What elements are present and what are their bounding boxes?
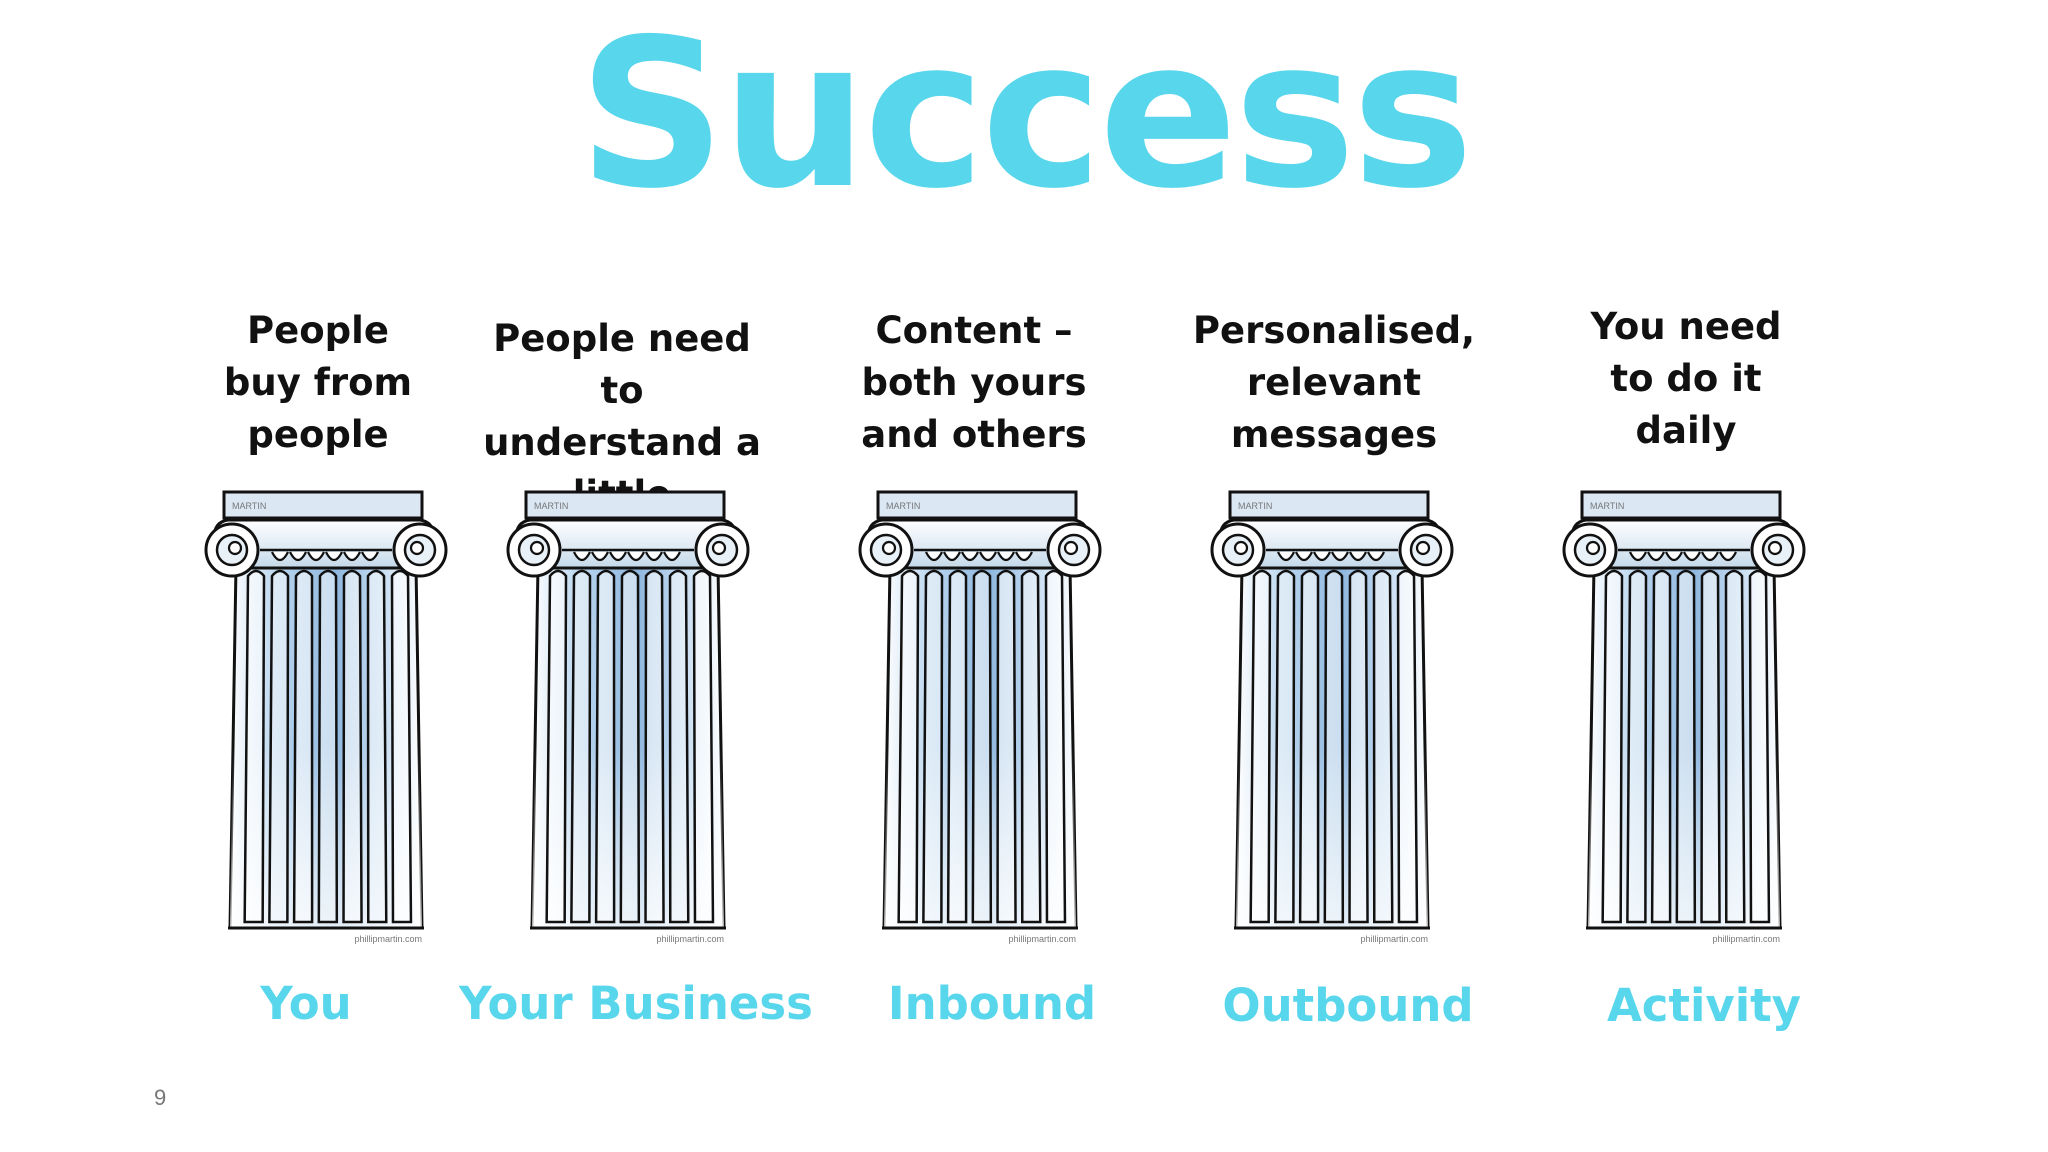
pillar-label-you: You bbox=[260, 977, 352, 1030]
pillar-description-activity: You need to do it daily bbox=[1590, 305, 1782, 452]
slide-title: Success bbox=[578, 0, 1474, 234]
svg-text:phillipmartin.com: phillipmartin.com bbox=[1712, 934, 1780, 944]
ionic-column-icon: MARTIN phillipmartin.com bbox=[1556, 486, 1812, 946]
pillar-label-inbound: Inbound bbox=[887, 977, 1097, 1030]
pillar-description-your-business: People need to understand a little bbox=[483, 317, 761, 516]
ionic-column-icon: MARTIN phillipmartin.com bbox=[198, 486, 454, 946]
pillar-description-outbound: Personalised, relevant messages bbox=[1192, 309, 1476, 456]
svg-text:phillipmartin.com: phillipmartin.com bbox=[656, 934, 724, 944]
svg-text:MARTIN: MARTIN bbox=[1238, 501, 1272, 511]
svg-text:MARTIN: MARTIN bbox=[232, 501, 266, 511]
svg-text:phillipmartin.com: phillipmartin.com bbox=[354, 934, 422, 944]
svg-text:MARTIN: MARTIN bbox=[534, 501, 568, 511]
svg-text:phillipmartin.com: phillipmartin.com bbox=[1008, 934, 1076, 944]
pillar-label-activity: Activity bbox=[1606, 979, 1802, 1032]
ionic-column-icon: MARTIN phillipmartin.com bbox=[500, 486, 756, 946]
svg-text:MARTIN: MARTIN bbox=[1590, 501, 1624, 511]
ionic-column-icon: MARTIN phillipmartin.com bbox=[852, 486, 1108, 946]
pillar-label-outbound: Outbound bbox=[1222, 979, 1474, 1032]
svg-text:MARTIN: MARTIN bbox=[886, 501, 920, 511]
page-number: 9 bbox=[154, 1085, 167, 1110]
pillar-label-your-business: Your Business bbox=[459, 977, 813, 1030]
pillar-description-inbound: Content – both yours and others bbox=[861, 309, 1087, 456]
pillar-description-you: People buy from people bbox=[223, 309, 413, 456]
svg-text:phillipmartin.com: phillipmartin.com bbox=[1360, 934, 1428, 944]
ionic-column-icon: MARTIN phillipmartin.com bbox=[1204, 486, 1460, 946]
